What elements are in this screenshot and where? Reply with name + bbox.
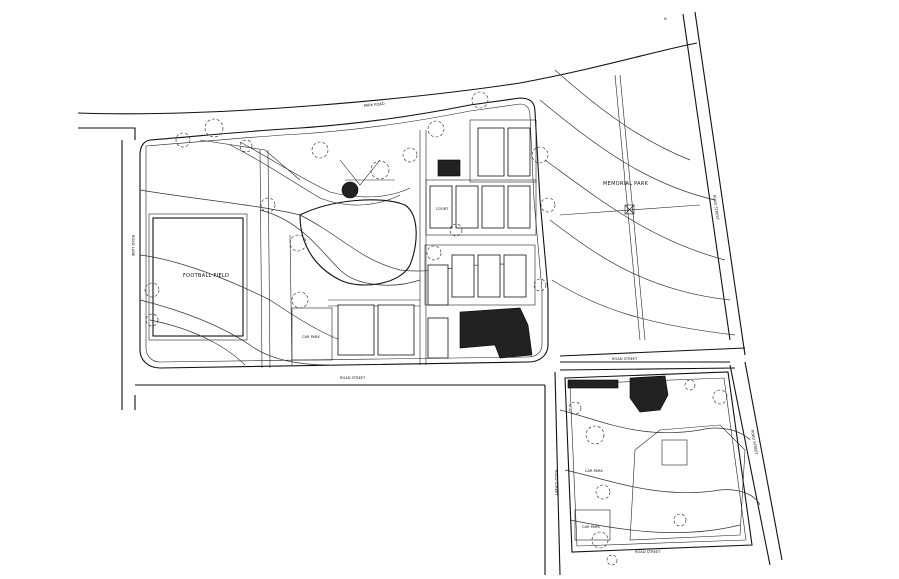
tennis-courts: COURT [337,119,537,359]
tree-symbols [144,91,728,566]
football-field-label: FOOTBALL FIELD [183,273,229,279]
southeast-lot: CAR PARK CAR PARK [564,371,753,553]
court-6 [507,185,531,229]
memorial-park-label: MEMORIAL PARK [603,181,649,187]
court-5 [481,185,505,229]
court-1 [337,304,375,356]
road-west-label: ROAD LANE [131,235,135,257]
main-site-boundary [139,97,549,369]
car-park-label-2: CAR PARK [585,469,603,473]
corner-mark: N [664,17,667,21]
court-2 [377,304,415,356]
pond-area [229,141,417,286]
road-sw-label: ROAD STREET [554,470,558,496]
road-bottom-label: ROAD STREET [340,376,366,380]
park-road-label: PARK ROAD [364,102,385,108]
car-park-label-1: CAR PARK [302,335,320,339]
road-right-label: ROAD STREET [612,357,638,361]
memorial-park: MEMORIAL PARK [559,74,701,341]
clubhouse-building [437,159,533,359]
car-park-west: CAR PARK [291,307,333,361]
court-12 [507,127,531,177]
road-east-label: ROAD STREET [712,195,720,221]
court-4 [455,185,479,229]
court-8 [477,254,501,298]
road-se-label: ROAD STREET [750,429,758,455]
road-outlines [77,11,783,576]
court-13 [427,317,449,359]
court-7 [451,254,475,298]
court-9 [503,254,527,298]
contour-lines [139,69,761,533]
court-11 [477,127,505,177]
court-3 [429,185,453,229]
court-10 [427,264,449,306]
central-feature [341,181,359,199]
road-labels: PARK ROAD ROAD STREET ROAD STREET ROAD S… [131,17,758,554]
road-lower-label: ROAD STREET [635,550,661,554]
car-park-label-3: CAR PARK [582,525,600,529]
court-label: COURT [436,207,449,211]
football-field: FOOTBALL FIELD [148,213,248,341]
